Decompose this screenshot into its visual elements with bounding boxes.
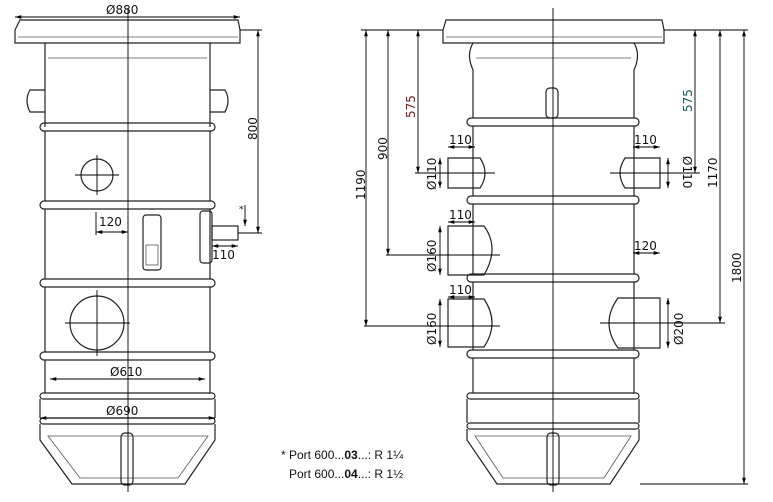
dim-dia-160-a: Ø160 — [425, 240, 439, 272]
right-tank-view: 1190 900 575 575 1170 1800 110 110 110 1… — [354, 8, 748, 492]
dim-120: 120 — [99, 215, 122, 229]
dim-port-110-right: 110 — [634, 133, 657, 147]
dim-port-110-c: 110 — [449, 283, 472, 297]
dim-1800: 1800 — [730, 252, 744, 283]
dim-1170: 1170 — [706, 157, 720, 188]
dim-dia-200: Ø200 — [672, 313, 686, 345]
asterisk-mark: * — [239, 205, 244, 215]
dim-110: 110 — [212, 248, 235, 262]
dim-800: 800 — [246, 117, 260, 140]
dim-1190: 1190 — [354, 169, 368, 200]
dim-port-120: 120 — [634, 239, 657, 253]
dim-900: 900 — [376, 137, 390, 160]
dim-dia-110-left: Ø110 — [425, 158, 439, 190]
dim-575-left: 575 — [404, 95, 418, 118]
dim-port-110-a: 110 — [449, 133, 472, 147]
dim-dia-690: Ø690 — [106, 404, 138, 418]
dim-dia-610: Ø610 — [110, 365, 142, 379]
dim-dia-880: Ø880 — [106, 3, 138, 17]
dim-dia-110-right: Ø110 — [680, 156, 694, 188]
left-tank-view: Ø880 800 120 110 * Ø610 Ø690 — [14, 3, 262, 492]
dim-575-right: 575 — [681, 89, 695, 112]
dim-dia-160-b: Ø160 — [425, 313, 439, 345]
dim-port-110-b: 110 — [449, 208, 472, 222]
note-port-04: Port 600...04...: R 1½ — [289, 467, 404, 481]
note-port-03: * Port 600...03...: R 1¼ — [281, 448, 404, 462]
